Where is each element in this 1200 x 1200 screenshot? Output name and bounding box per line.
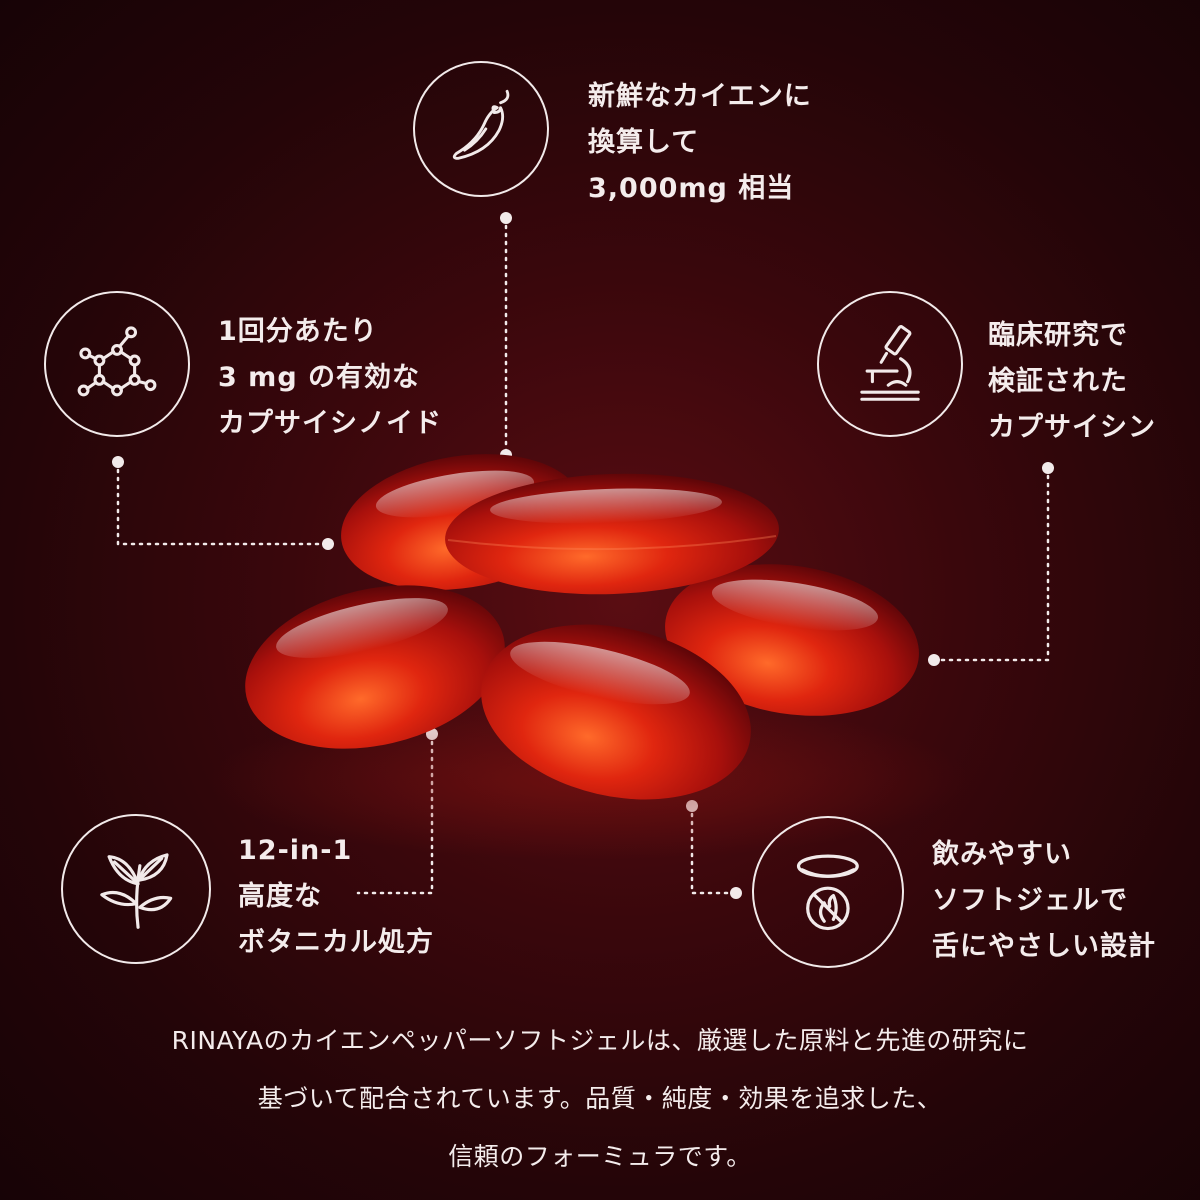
feature-line: 臨床研究で [988,320,1128,351]
footer-line: 基づいて配合されています。品質・純度・効果を追求した、 [257,1084,943,1113]
connector-dot [500,212,512,224]
connector-dot [730,887,742,899]
feature-line: 換算して [588,127,700,158]
leaves-icon [61,814,211,964]
connector-dot [322,538,334,550]
connector-botanical [356,732,434,895]
feature-line: カプサイシン [988,412,1156,443]
microscope-icon [817,291,963,437]
feature-line: 1回分あたり [218,316,378,347]
footer-description: RINAYAのカイエンペッパーソフトジェルは、厳選した原料と先進の研究に 基づい… [0,1012,1200,1186]
footer-line: 信頼のフォーミュラです。 [448,1142,752,1171]
feature-softgel-text: 飲みやすい ソフトジェルで 舌にやさしい設計 [932,832,1156,970]
connector-dot [112,456,124,468]
connector-softgel [690,804,738,895]
feature-capsaicinoid-text: 1回分あたり 3 mg の有効な カプサイシノイド [218,309,442,447]
connector-dot [1042,462,1054,474]
footer-line: RINAYAのカイエンペッパーソフトジェルは、厳選した原料と先進の研究に [171,1026,1029,1055]
softgel-capsule [481,624,751,800]
feature-line: ボタニカル処方 [238,927,434,958]
feature-line: 新鮮なカイエンに [588,81,812,112]
feature-line: 高度な [238,881,322,912]
softgel-capsule [245,585,505,749]
feature-line: カプサイシノイド [218,408,442,439]
feature-line: ソフトジェルで [932,885,1128,916]
softgel-capsule [445,473,779,595]
feature-line: 3 mg の有効な [218,362,421,393]
softgel-capsule [665,564,919,716]
connector-dot [928,654,940,666]
feature-line: 3,000mg 相当 [588,173,795,204]
feature-clinical-text: 臨床研究で 検証された カプサイシン [988,313,1156,451]
connector-clinical [932,466,1050,662]
connector-capsaicinoid [116,460,330,546]
feature-line: 飲みやすい [932,839,1072,870]
feature-cayenne-text: 新鮮なカイエンに 換算して 3,000mg 相当 [588,74,812,212]
molecule-icon [44,291,190,437]
feature-botanical-text: 12-in-1 高度な ボタニカル処方 [238,828,434,966]
softgel-no-burn-icon [752,816,904,968]
chili-pepper-icon [413,61,549,197]
feature-line: 舌にやさしい設計 [932,931,1156,962]
feature-line: 12-in-1 [238,835,353,866]
feature-line: 検証された [988,366,1128,397]
